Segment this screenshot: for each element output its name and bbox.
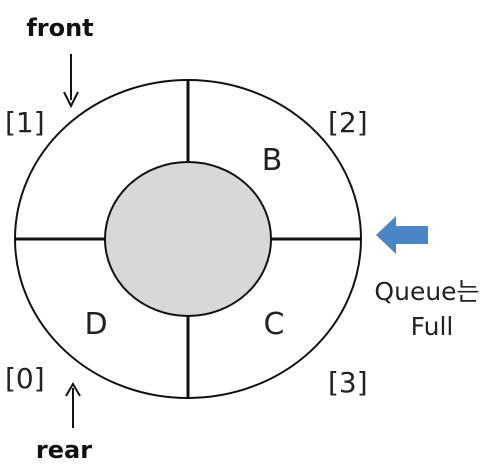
cell-3-value: C bbox=[264, 307, 285, 342]
index-label-1: [1] bbox=[5, 106, 45, 139]
index-label-0: [0] bbox=[5, 362, 45, 395]
cell-2-value: B bbox=[262, 143, 283, 178]
full-indicator-arrow-icon bbox=[376, 216, 428, 254]
cell-0-value: D bbox=[84, 307, 107, 342]
queue-status-line-1: Queue는 bbox=[374, 277, 479, 306]
queue-hub bbox=[104, 161, 272, 317]
index-label-3: [3] bbox=[328, 366, 368, 399]
rear-arrow-icon bbox=[65, 382, 81, 428]
queue-status-line-2: Full bbox=[411, 312, 454, 341]
index-label-2: [2] bbox=[328, 106, 368, 139]
front-label: front bbox=[26, 14, 93, 42]
front-arrow-icon bbox=[63, 54, 79, 109]
rear-label: rear bbox=[36, 436, 92, 464]
